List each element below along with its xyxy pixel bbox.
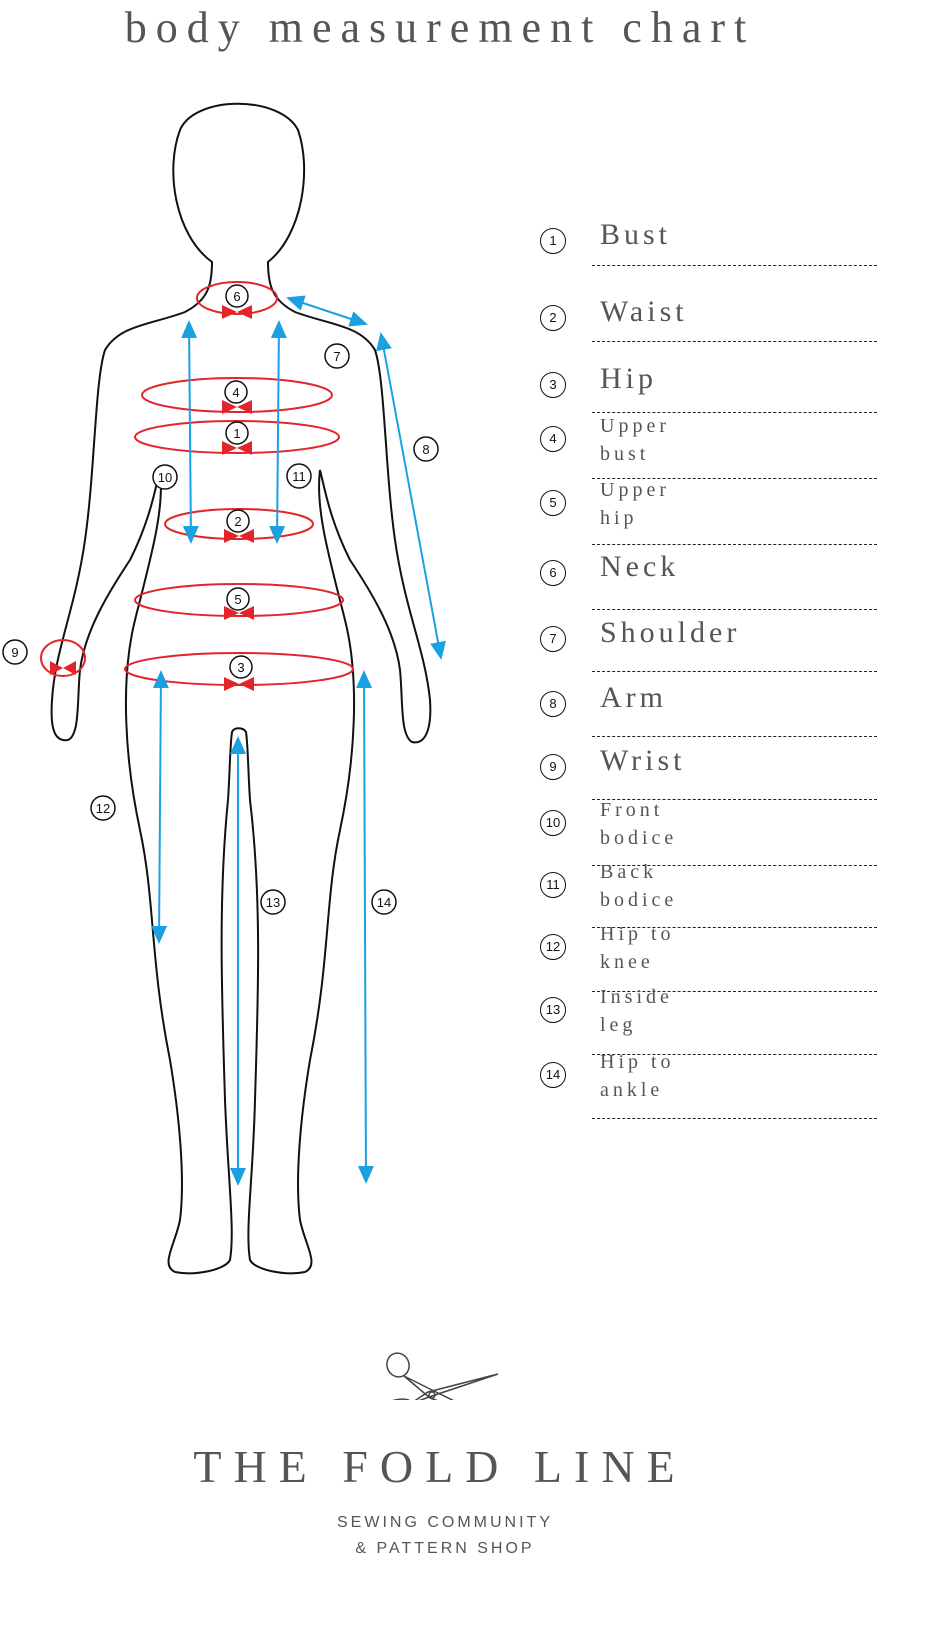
dashed-entry-line bbox=[592, 265, 877, 266]
svg-text:2: 2 bbox=[234, 514, 241, 529]
dashed-entry-line bbox=[592, 609, 877, 610]
number-badge: 3 bbox=[540, 372, 566, 398]
scissors-logo-icon bbox=[373, 1352, 499, 1400]
body-outline bbox=[50, 102, 432, 1275]
number-badge: 2 bbox=[540, 305, 566, 331]
legend-label: Bust bbox=[600, 218, 672, 251]
dashed-entry-line bbox=[592, 412, 877, 413]
legend-label: Hip bbox=[600, 362, 657, 395]
legend-label: Inside leg bbox=[600, 986, 673, 1036]
circumference-markers bbox=[50, 305, 254, 691]
brand-tagline-2: & PATTERN SHOP bbox=[355, 1540, 535, 1557]
svg-text:13: 13 bbox=[266, 895, 280, 910]
svg-text:9: 9 bbox=[11, 645, 18, 660]
length-arrows bbox=[151, 295, 446, 1186]
legend-label: Neck bbox=[600, 550, 680, 583]
legend-label: Front bodice bbox=[600, 799, 678, 849]
legend-label: Hip to knee bbox=[600, 923, 675, 973]
svg-text:14: 14 bbox=[377, 895, 391, 910]
svg-text:8: 8 bbox=[422, 442, 429, 457]
dashed-entry-line bbox=[592, 736, 877, 737]
number-badge: 12 bbox=[540, 934, 566, 960]
number-badge: 7 bbox=[540, 626, 566, 652]
number-badge: 11 bbox=[540, 872, 566, 898]
number-badge: 9 bbox=[540, 754, 566, 780]
figure-number-badges: 6 7 4 1 10 11 8 2 5 3 9 12 13 14 bbox=[2, 284, 439, 915]
legend-label: Upper bust bbox=[600, 415, 670, 465]
legend-label: Arm bbox=[600, 681, 667, 714]
svg-text:4: 4 bbox=[232, 385, 239, 400]
brand-name: THE FOLD LINE bbox=[193, 1441, 687, 1492]
dashed-entry-line bbox=[592, 865, 877, 866]
legend-label: Waist bbox=[600, 295, 688, 328]
chart-title: body measurement chart bbox=[124, 3, 756, 52]
legend-label: Wrist bbox=[600, 744, 686, 777]
svg-text:5: 5 bbox=[234, 592, 241, 607]
dashed-entry-line bbox=[592, 671, 877, 672]
svg-text:6: 6 bbox=[233, 289, 240, 304]
number-badge: 14 bbox=[540, 1062, 566, 1088]
number-badge: 6 bbox=[540, 560, 566, 586]
circumference-lines bbox=[40, 281, 354, 686]
legend-label: Hip to ankle bbox=[600, 1051, 675, 1101]
body-figure: 6 7 4 1 10 11 8 2 5 3 9 12 13 14 bbox=[2, 102, 499, 1400]
svg-text:11: 11 bbox=[292, 469, 306, 484]
number-badge: 10 bbox=[540, 810, 566, 836]
dashed-entry-line bbox=[592, 991, 877, 992]
number-badge: 1 bbox=[540, 228, 566, 254]
dashed-entry-line bbox=[592, 341, 877, 342]
dashed-entry-line bbox=[592, 1054, 877, 1055]
number-badge: 8 bbox=[540, 691, 566, 717]
number-badge: 4 bbox=[540, 426, 566, 452]
dashed-entry-line bbox=[592, 799, 877, 800]
svg-text:12: 12 bbox=[96, 801, 110, 816]
dashed-entry-line bbox=[592, 478, 877, 479]
svg-text:3: 3 bbox=[237, 660, 244, 675]
dashed-entry-line bbox=[592, 544, 877, 545]
legend-label: Shoulder bbox=[600, 616, 741, 649]
svg-text:7: 7 bbox=[333, 349, 340, 364]
legend-label: Upper hip bbox=[600, 479, 670, 529]
number-badge: 13 bbox=[540, 997, 566, 1023]
brand-tagline-1: SEWING COMMUNITY bbox=[337, 1514, 553, 1531]
dashed-entry-line bbox=[592, 927, 877, 928]
number-badge: 5 bbox=[540, 490, 566, 516]
dashed-entry-line bbox=[592, 1118, 877, 1119]
legend-label: Back bodice bbox=[600, 861, 678, 911]
svg-text:1: 1 bbox=[233, 426, 240, 441]
svg-text:10: 10 bbox=[158, 470, 172, 485]
